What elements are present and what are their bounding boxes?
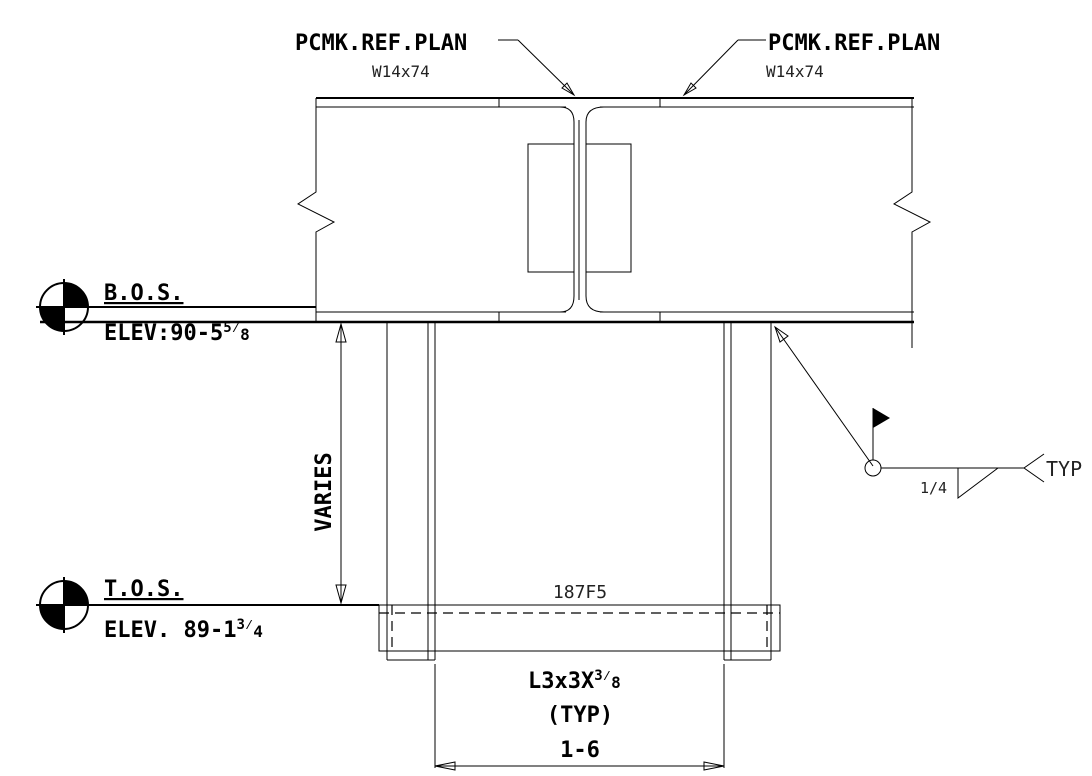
weld-tail-icon	[1023, 453, 1045, 483]
left-clip-plate	[527, 143, 575, 273]
angle-frac-den: 8	[611, 673, 621, 692]
weld-typ-label: TYP	[1046, 457, 1082, 481]
field-weld-icon	[864, 459, 882, 477]
angle-main-text: L3x3X	[528, 669, 594, 694]
elevation-fill	[40, 307, 64, 331]
angle-label: L3x3X3⁄8	[528, 668, 621, 694]
leader-arrow	[561, 82, 576, 97]
frac-slash: ⁄	[232, 320, 240, 336]
tos-frac-den: 4	[253, 622, 263, 641]
tos-title: T.O.S.	[104, 577, 183, 602]
tos-elevation: ELEV. 89-13⁄4	[104, 617, 263, 643]
frac-slash: ⁄	[603, 668, 611, 684]
dimension-arrow	[434, 761, 456, 771]
angle-typ-label: (TYP)	[547, 703, 613, 728]
tos-frac-num: 3	[236, 617, 244, 633]
right-beam-end	[585, 106, 605, 313]
width-dimension	[434, 664, 725, 771]
elevation-fill	[40, 605, 64, 629]
frac-slash: ⁄	[245, 617, 253, 633]
weld-arrow	[774, 325, 789, 343]
pcmk-leaders	[498, 39, 766, 97]
beam-left-label: W14x74	[372, 62, 430, 81]
right-clip-plate	[585, 143, 632, 273]
beams	[40, 97, 932, 348]
bos-elevation: ELEV:90-55⁄8	[104, 320, 250, 346]
elevation-fill	[64, 283, 88, 307]
mark-label: 187F5	[553, 582, 607, 603]
left-beam-end	[559, 106, 575, 313]
bottom-angle	[378, 604, 781, 652]
right-break-line	[893, 98, 932, 348]
beam-right-label: W14x74	[766, 62, 824, 81]
leader-line	[517, 39, 575, 96]
tos-elev-text: ELEV. 89-1	[104, 618, 236, 643]
leader-arrow	[682, 82, 697, 97]
fillet-weld-icon	[957, 467, 999, 499]
pcmk-left-label: PCMK.REF.PLAN	[295, 31, 467, 56]
bos-frac-num: 5	[223, 320, 231, 336]
bos-title: B.O.S.	[104, 281, 183, 306]
left-break-line	[297, 98, 336, 322]
pcmk-right-label: PCMK.REF.PLAN	[768, 31, 940, 56]
angle-outline	[378, 604, 781, 652]
hangers	[386, 322, 772, 661]
weld-symbol	[774, 325, 1045, 499]
elevation-fill	[64, 581, 88, 605]
dimension-arrow	[335, 322, 347, 343]
weld-size-label: 1/4	[920, 479, 947, 497]
flag-icon	[873, 408, 890, 428]
varies-label: VARIES	[312, 452, 337, 531]
bos-elev-text: ELEV:90-5	[104, 321, 223, 346]
leader-line	[683, 39, 739, 96]
angle-frac-num: 3	[594, 668, 602, 684]
dimension-label: 1-6	[560, 738, 600, 763]
dimension-arrow	[703, 761, 725, 771]
bos-frac-den: 8	[240, 325, 250, 344]
dimension-arrow	[335, 584, 347, 605]
weld-leader	[774, 326, 874, 467]
bos-elevation-marker	[36, 279, 316, 335]
varies-dimension	[335, 322, 347, 605]
tos-elevation-marker	[36, 577, 379, 633]
